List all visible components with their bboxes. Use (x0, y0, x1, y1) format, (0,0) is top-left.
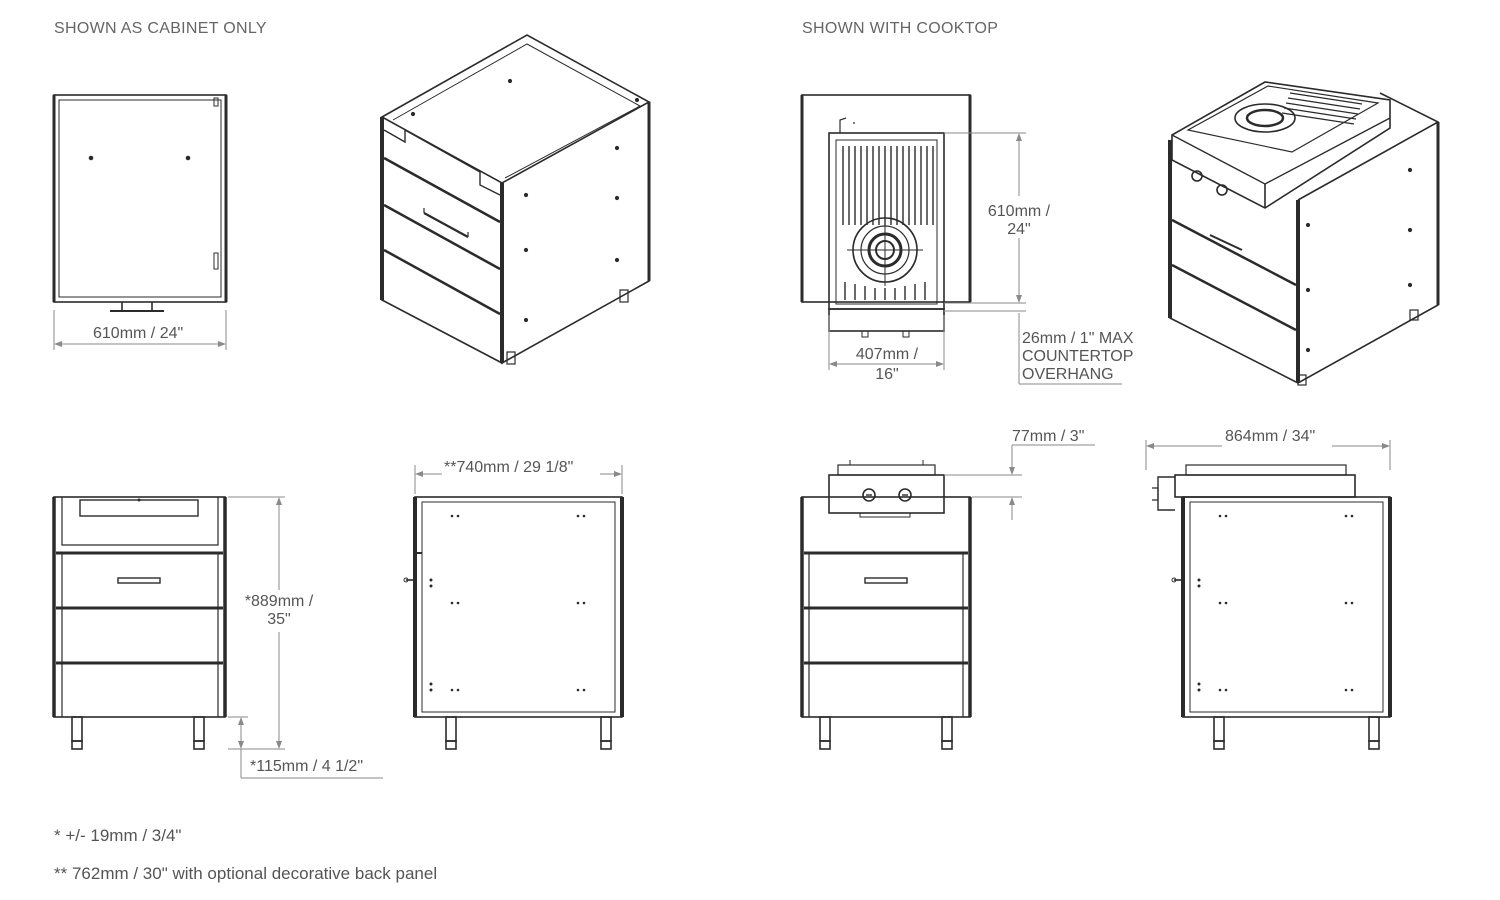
dim-cooktop-depth-line2: 24" (1007, 221, 1031, 238)
dim-cabinet-height: *889mm / 35" (236, 593, 322, 629)
dim-cooktop-height: 77mm / 3" (1012, 428, 1085, 445)
dim-overhang-line3: OVERHANG (1022, 366, 1114, 383)
fastener-dots (137, 498, 1354, 692)
cooktop-front-view (800, 460, 972, 750)
dim-cabinet-depth: **740mm / 29 1/8" (444, 459, 574, 476)
dim-leg-height: *115mm / 4 1/2" (250, 758, 363, 775)
dim-cabinet-width: 610mm / 24" (93, 325, 184, 342)
section-title-with-cooktop: SHOWN WITH COOKTOP (802, 20, 999, 37)
cooktop-top-view (800, 94, 972, 338)
dim-countertop-overhang: 26mm / 1" MAX COUNTERTOP OVERHANG (1022, 330, 1133, 384)
footnote-tolerance: * +/- 19mm / 3/4" (54, 826, 182, 845)
cabinet-isometric-view (380, 34, 651, 365)
dim-cabinet-height-line2: 35" (267, 611, 291, 628)
cabinet-side-view (403, 496, 624, 750)
cabinet-front-view (52, 496, 227, 750)
footnote-back-panel: ** 762mm / 30" with optional decorative … (54, 864, 438, 883)
dimension-lines (53, 132, 1391, 779)
cabinet-top-view (52, 94, 228, 312)
dim-cabinet-height-line1: *889mm / (244, 593, 314, 610)
section-title-cabinet-only: SHOWN AS CABINET ONLY (54, 20, 267, 37)
dim-overhang-line1: 26mm / 1" MAX (1022, 330, 1134, 347)
dim-cooktop-depth: 610mm / 24" (978, 203, 1060, 239)
dim-cooktop-width-line2: 16" (875, 366, 899, 383)
dim-overall-depth: 864mm / 34" (1225, 428, 1316, 445)
cooktop-isometric-view (1168, 81, 1440, 386)
dim-overhang-line2: COUNTERTOP (1022, 348, 1134, 365)
dim-cooktop-depth-line1: 610mm / (987, 203, 1051, 220)
dim-cooktop-width-line1: 407mm / (855, 346, 919, 363)
cooktop-side-view (1152, 464, 1392, 750)
dim-cooktop-width: 407mm / 16" (846, 346, 928, 384)
